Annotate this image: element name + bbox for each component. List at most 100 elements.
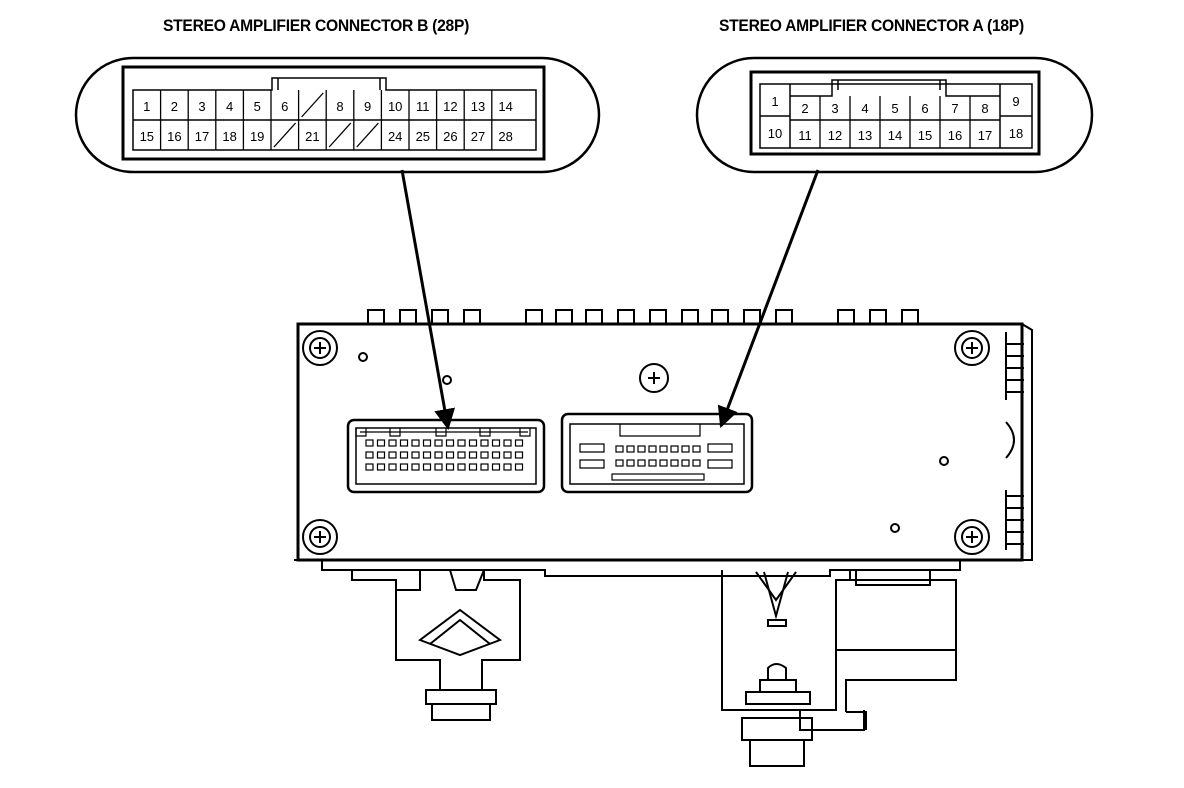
pin-label: 17 xyxy=(978,128,992,143)
socket-pin xyxy=(399,451,409,459)
socket-pin xyxy=(468,439,478,447)
socket-pin xyxy=(692,445,701,453)
socket-pin xyxy=(615,459,624,467)
pin-label: 15 xyxy=(918,128,932,143)
pin-label: 11 xyxy=(416,99,430,114)
socket-pin xyxy=(670,459,679,467)
pin-label: 26 xyxy=(443,129,457,144)
pin-cavity-empty xyxy=(273,122,297,148)
socket-pin xyxy=(659,445,668,453)
socket-pin xyxy=(388,439,397,447)
pin-label: 5 xyxy=(891,101,898,116)
pin-label: 14 xyxy=(498,99,512,114)
pin-label: 8 xyxy=(981,101,988,116)
socket-pin xyxy=(648,445,657,453)
socket-pin xyxy=(376,439,386,447)
pin-label: 27 xyxy=(471,129,485,144)
socket-pin xyxy=(376,451,386,459)
heat-sink-fins xyxy=(1005,332,1024,550)
socket-pin xyxy=(681,459,690,467)
socket-pin xyxy=(457,451,466,459)
pin-label: 5 xyxy=(254,99,261,114)
pin-label: 15 xyxy=(140,129,154,144)
connector-a-pointer-arrow xyxy=(717,169,820,428)
socket-pin xyxy=(637,459,646,467)
socket-pin xyxy=(681,445,690,453)
pin-label: 14 xyxy=(888,128,902,143)
pin-label: 6 xyxy=(281,99,288,114)
right-mounting-bracket xyxy=(721,570,957,767)
socket-pin xyxy=(491,451,501,459)
amplifier-unit xyxy=(294,309,1033,767)
pin-label: 16 xyxy=(948,128,962,143)
socket-pin xyxy=(480,439,489,447)
pin-label: 11 xyxy=(798,128,812,143)
socket-pin xyxy=(514,451,524,459)
terminal-tab xyxy=(367,309,385,325)
pin-label: 21 xyxy=(305,129,319,144)
pin-cavity-empty xyxy=(301,92,324,118)
socket-pin xyxy=(491,463,501,471)
screw-center xyxy=(639,363,669,393)
terminal-tab xyxy=(431,309,449,325)
socket-pin xyxy=(626,445,635,453)
pin-label: 8 xyxy=(336,99,343,114)
pin-label: 28 xyxy=(498,129,512,144)
top-terminal-tabs xyxy=(367,309,919,325)
mounting-hole xyxy=(890,523,900,533)
pin-label: 13 xyxy=(858,128,872,143)
pin-label: 9 xyxy=(364,99,371,114)
pin-cavity-empty xyxy=(328,122,352,148)
mounting-hole xyxy=(939,456,949,466)
socket-pin xyxy=(626,459,635,467)
socket-pin xyxy=(514,439,524,447)
socket-pin xyxy=(637,445,646,453)
terminal-tab xyxy=(617,309,635,325)
pin-label: 1 xyxy=(771,94,778,109)
socket-pin xyxy=(434,451,443,459)
connector-b-pointer-arrow xyxy=(400,169,456,431)
socket-pin xyxy=(434,463,443,471)
socket-pin xyxy=(648,459,657,467)
pin-label: 13 xyxy=(471,99,485,114)
screw-bottom-left xyxy=(302,519,338,555)
pin-label: 2 xyxy=(801,101,808,116)
pin-label: 25 xyxy=(416,129,430,144)
socket-pin xyxy=(659,459,668,467)
pin-cavity-empty xyxy=(356,122,379,148)
pin-label: 4 xyxy=(861,101,868,116)
pin-label: 10 xyxy=(768,126,782,141)
pin-label: 12 xyxy=(443,99,457,114)
socket-pin xyxy=(670,445,679,453)
pin-label: 19 xyxy=(250,129,264,144)
pin-label: 6 xyxy=(921,101,928,116)
socket-pin xyxy=(445,451,455,459)
socket-pin xyxy=(411,451,420,459)
socket-pin xyxy=(480,451,489,459)
pin-label: 16 xyxy=(167,129,181,144)
socket-pin xyxy=(457,463,466,471)
screw-top-right xyxy=(954,330,990,366)
socket-pin xyxy=(422,463,432,471)
terminal-tab xyxy=(463,309,481,325)
terminal-tab xyxy=(869,309,887,325)
pin-label: 1 xyxy=(143,99,150,114)
screw-top-left xyxy=(302,330,338,366)
terminal-tab xyxy=(525,309,543,325)
socket-pin xyxy=(399,463,409,471)
socket-pin xyxy=(399,439,409,447)
pin-label: 3 xyxy=(831,101,838,116)
pin-label: 7 xyxy=(951,101,958,116)
pin-label: 12 xyxy=(828,128,842,143)
socket-pin xyxy=(445,463,455,471)
socket-pin xyxy=(365,451,374,459)
terminal-tab xyxy=(585,309,603,325)
socket-pin xyxy=(365,463,374,471)
terminal-tab xyxy=(711,309,729,325)
socket-pin xyxy=(422,439,432,447)
socket-pin xyxy=(514,463,524,471)
